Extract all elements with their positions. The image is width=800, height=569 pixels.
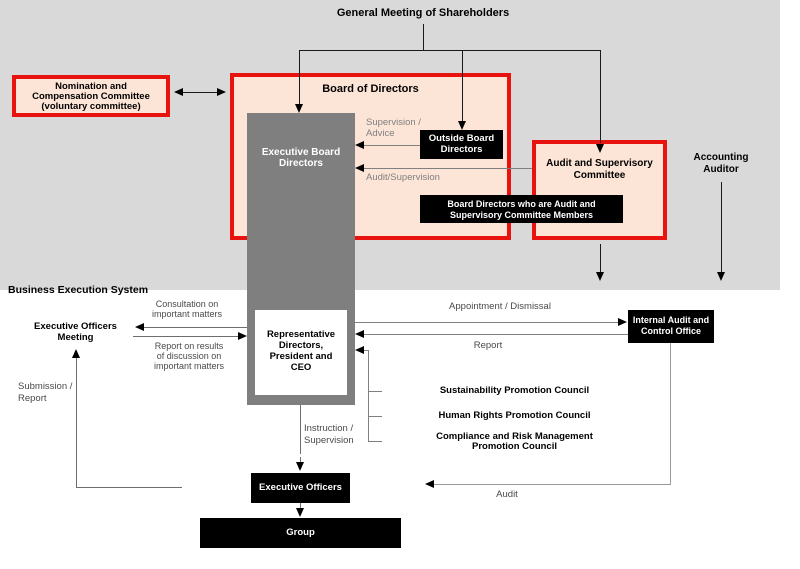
audit-supervisory-committee-panel xyxy=(532,140,667,240)
supervision-advice-label: Supervision /Advice xyxy=(366,117,421,139)
executive-officers-box: Executive Officers xyxy=(251,473,350,503)
accounting-auditor-to-bes-arrowhead xyxy=(717,272,725,281)
consultation-arrowhead xyxy=(135,323,144,331)
gms-to-board-line xyxy=(299,50,300,104)
report-results-line xyxy=(133,336,238,337)
audit-line xyxy=(433,484,671,485)
gms-to-outside-arrowhead xyxy=(458,121,466,130)
appointment-dismissal-line xyxy=(355,322,618,323)
submission-vertical-line xyxy=(76,358,77,488)
council-stub-1 xyxy=(369,391,382,392)
eo-group-arrowhead xyxy=(296,508,304,517)
accounting-auditor-to-bes-line xyxy=(721,182,722,272)
eo-group-line xyxy=(300,503,301,509)
appointment-dismissal-label: Appointment / Dismissal xyxy=(449,301,551,312)
audit-committee-to-bes-arrowhead xyxy=(596,272,604,281)
audit-committee-to-bes-line xyxy=(600,244,601,272)
gms-to-audit-committee-arrowhead xyxy=(596,144,604,153)
general-meeting-label: General Meeting of Shareholders xyxy=(336,7,510,19)
internal-audit-down-line xyxy=(670,343,671,485)
submission-report-label: Submission /Report xyxy=(18,381,73,404)
gms-to-audit-committee-line xyxy=(600,50,601,143)
supervision-advice-line xyxy=(364,145,420,146)
appointment-dismissal-arrowhead xyxy=(618,318,627,326)
council-stub-2 xyxy=(369,416,382,417)
nomination-board-right-arrowhead xyxy=(217,88,226,96)
submission-horizontal-line xyxy=(76,487,182,488)
report-line xyxy=(364,334,628,335)
gms-to-board-arrowhead xyxy=(295,104,303,113)
report-results-arrowhead xyxy=(238,332,247,340)
gms-to-outside-line xyxy=(462,50,463,121)
business-execution-label: Business Execution System xyxy=(8,284,149,296)
group-box: Group xyxy=(200,518,401,548)
nomination-board-left-arrowhead xyxy=(174,88,183,96)
instruction-line xyxy=(300,405,301,463)
audit-supervision-line xyxy=(364,168,532,169)
council-stub-3 xyxy=(369,441,382,442)
council-connector-stub xyxy=(364,350,369,351)
supervision-advice-arrowhead xyxy=(355,141,364,149)
instruction-supervision-label: Instruction /Supervision xyxy=(304,423,354,446)
submission-arrowhead xyxy=(72,349,80,358)
board-of-directors-title: Board of Directors xyxy=(322,83,419,95)
council-connector-arrowhead xyxy=(355,346,364,354)
report-label: Report xyxy=(473,340,503,351)
gms-stem-line xyxy=(423,24,424,50)
council-connector-vertical xyxy=(368,350,369,442)
audit-supervision-label: Audit/Supervision xyxy=(366,172,440,183)
nomination-board-connector xyxy=(180,92,220,93)
report-arrowhead xyxy=(355,330,364,338)
instruction-arrowhead xyxy=(296,462,304,471)
consultation-line xyxy=(144,327,247,328)
audit-supervision-arrowhead xyxy=(355,164,364,172)
group-container-outline xyxy=(179,454,423,552)
audit-arrowhead xyxy=(425,480,434,488)
gms-branch-line xyxy=(299,50,601,51)
sustainability-council-bar: Sustainability Promotion Council xyxy=(382,381,647,401)
human-rights-council-bar: Human Rights Promotion Council xyxy=(382,406,647,426)
audit-label: Audit xyxy=(496,489,518,500)
